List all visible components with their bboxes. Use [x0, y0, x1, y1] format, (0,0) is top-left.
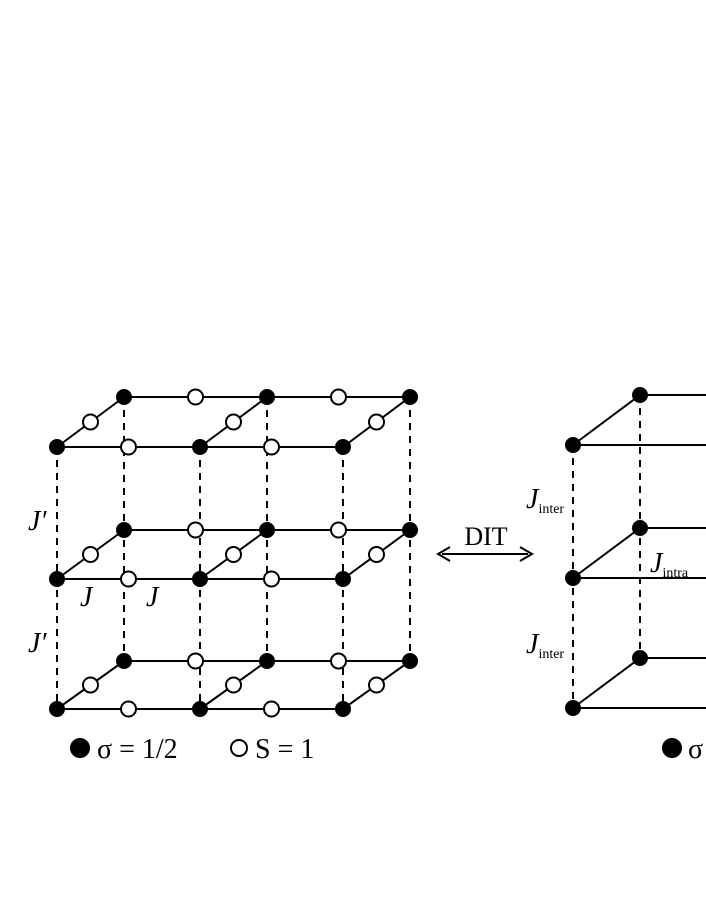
- legend-right-partial-label: σ: [688, 734, 703, 765]
- coupling-label-j-b: J: [146, 582, 160, 613]
- j-inter-lower-symbol: J: [526, 629, 540, 660]
- spin-half-site: [259, 389, 275, 405]
- spin-half-site: [402, 522, 418, 538]
- diagonal-bond: [572, 527, 641, 579]
- spin-one-site: [330, 652, 347, 670]
- j-intra-subscript: intra: [662, 566, 688, 581]
- legend-filled-circle-icon: [70, 738, 90, 758]
- spin-one-site: [120, 700, 137, 718]
- spin-half-site: [192, 439, 208, 455]
- spin-half-site: [565, 570, 581, 586]
- spin-one-site: [225, 413, 242, 431]
- spin-half-site: [192, 571, 208, 587]
- spin-half-site: [49, 701, 65, 717]
- coupling-label-j-inter-upper: Jinter: [526, 484, 564, 517]
- spin-half-site: [192, 701, 208, 717]
- spin-half-site: [116, 653, 132, 669]
- dit-label: DIT: [464, 522, 507, 551]
- diagonal-bond: [572, 394, 641, 446]
- legend-open-label: S = 1: [255, 734, 314, 765]
- coupling-label-j-prime-lower: J′: [28, 628, 47, 659]
- spin-one-site: [82, 676, 99, 694]
- dit-transformation-arrow: DIT: [436, 522, 534, 562]
- spin-half-site: [565, 437, 581, 453]
- spin-half-site: [259, 522, 275, 538]
- spin-half-site: [565, 700, 581, 716]
- spin-one-site: [225, 676, 242, 694]
- arrow-head-right-icon: [519, 546, 534, 562]
- spin-half-site: [49, 439, 65, 455]
- coupling-label-j-intra: Jintra: [650, 548, 689, 581]
- spin-half-site: [402, 653, 418, 669]
- spin-one-site: [368, 676, 385, 694]
- spin-one-site: [330, 521, 347, 539]
- spin-half-site: [335, 701, 351, 717]
- legend-filled-label: σ = 1/2: [97, 734, 178, 765]
- legend: σ = 1/2 S = 1 σ: [70, 734, 703, 765]
- right-interlayer-bonds: [572, 395, 641, 708]
- right-decorated-lattice: Jinter Jintra Jinter: [526, 387, 706, 716]
- spin-one-site: [330, 388, 347, 406]
- legend-open-circle-icon: [230, 739, 248, 757]
- j-inter-upper-subscript: inter: [538, 502, 564, 517]
- spin-half-site: [632, 650, 648, 666]
- spin-one-site: [368, 413, 385, 431]
- spin-one-site: [82, 546, 99, 563]
- right-lattice-sites: [565, 387, 648, 716]
- left-spin-lattice: J′ J′ J J: [28, 388, 418, 718]
- left-lattice-sites: [49, 388, 418, 718]
- spin-half-site: [259, 653, 275, 669]
- spin-half-site: [116, 522, 132, 538]
- j-inter-upper-symbol: J: [526, 484, 540, 515]
- spin-half-site: [335, 571, 351, 587]
- spin-one-site: [187, 388, 204, 406]
- coupling-label-j-a: J: [80, 582, 94, 613]
- spin-half-site: [632, 520, 648, 536]
- right-intralayer-bonds: [572, 394, 706, 709]
- coupling-label-j-inter-lower: Jinter: [526, 629, 564, 662]
- spin-one-site: [120, 438, 137, 456]
- spin-half-site: [632, 387, 648, 403]
- spin-one-site: [263, 438, 280, 456]
- spin-one-site: [82, 413, 99, 431]
- spin-half-site: [116, 389, 132, 405]
- spin-one-site: [120, 570, 137, 588]
- diagonal-bond: [572, 657, 641, 709]
- j-intra-symbol: J: [650, 548, 664, 579]
- spin-half-site: [402, 389, 418, 405]
- spin-half-site: [335, 439, 351, 455]
- coupling-label-j-prime-upper: J′: [28, 506, 47, 537]
- spin-one-site: [187, 652, 204, 670]
- spin-one-site: [263, 570, 280, 588]
- arrow-head-left-icon: [436, 546, 451, 562]
- spin-one-site: [225, 546, 242, 563]
- spin-one-site: [263, 700, 280, 718]
- spin-one-site: [368, 546, 385, 563]
- spin-half-site: [49, 571, 65, 587]
- j-inter-lower-subscript: inter: [538, 647, 564, 662]
- legend-right-filled-circle-icon: [662, 738, 682, 758]
- spin-one-site: [187, 521, 204, 539]
